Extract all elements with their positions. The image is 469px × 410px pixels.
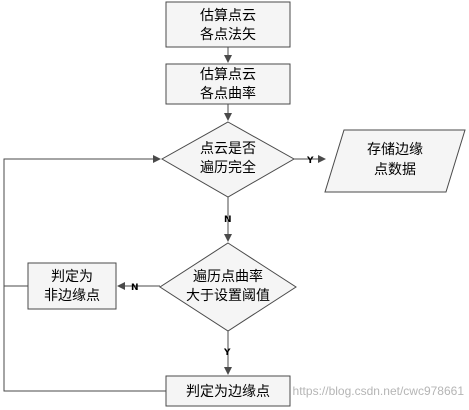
node-curvature-check <box>159 242 297 332</box>
node-estimate-normals-line2: 各点法矢 <box>200 27 256 43</box>
node-estimate-curvature-line1: 估算点云 <box>200 67 256 83</box>
edge-label-traversal-no: N <box>224 215 232 225</box>
node-curvature-check-line1: 遍历点曲率 <box>193 268 263 285</box>
node-traversal-check-line1: 点云是否 <box>200 141 256 157</box>
node-mark-non-edge <box>27 262 117 310</box>
node-estimate-normals <box>165 1 291 48</box>
edge-label-curvature-no: N <box>131 283 139 293</box>
node-store-edge-points-line1: 存储边缘 <box>367 142 423 158</box>
edge-loop-back-outer <box>3 155 166 392</box>
node-estimate-curvature <box>165 63 291 105</box>
node-store-edge-points-line2: 点数据 <box>374 162 416 178</box>
edge-label-traversal-yes: Y <box>306 156 314 166</box>
node-mark-edge <box>165 375 291 407</box>
node-estimate-normals-line1: 估算点云 <box>200 8 256 24</box>
watermark-text: https://blog.csdn.net/cwc978661 <box>293 384 465 398</box>
node-mark-edge-line1: 判定为边缘点 <box>186 384 270 400</box>
node-estimate-curvature-line2: 各点曲率 <box>200 85 256 102</box>
node-store-edge-points <box>324 129 466 193</box>
node-traversal-check <box>160 121 296 198</box>
edge-label-curvature-yes: Y <box>223 348 231 358</box>
node-mark-non-edge-line1: 判定为 <box>51 269 93 285</box>
node-traversal-check-line2: 遍历完全 <box>200 159 256 176</box>
node-mark-non-edge-line2: 非边缘点 <box>44 288 100 304</box>
node-curvature-check-line2: 大于设置阈值 <box>186 288 270 304</box>
